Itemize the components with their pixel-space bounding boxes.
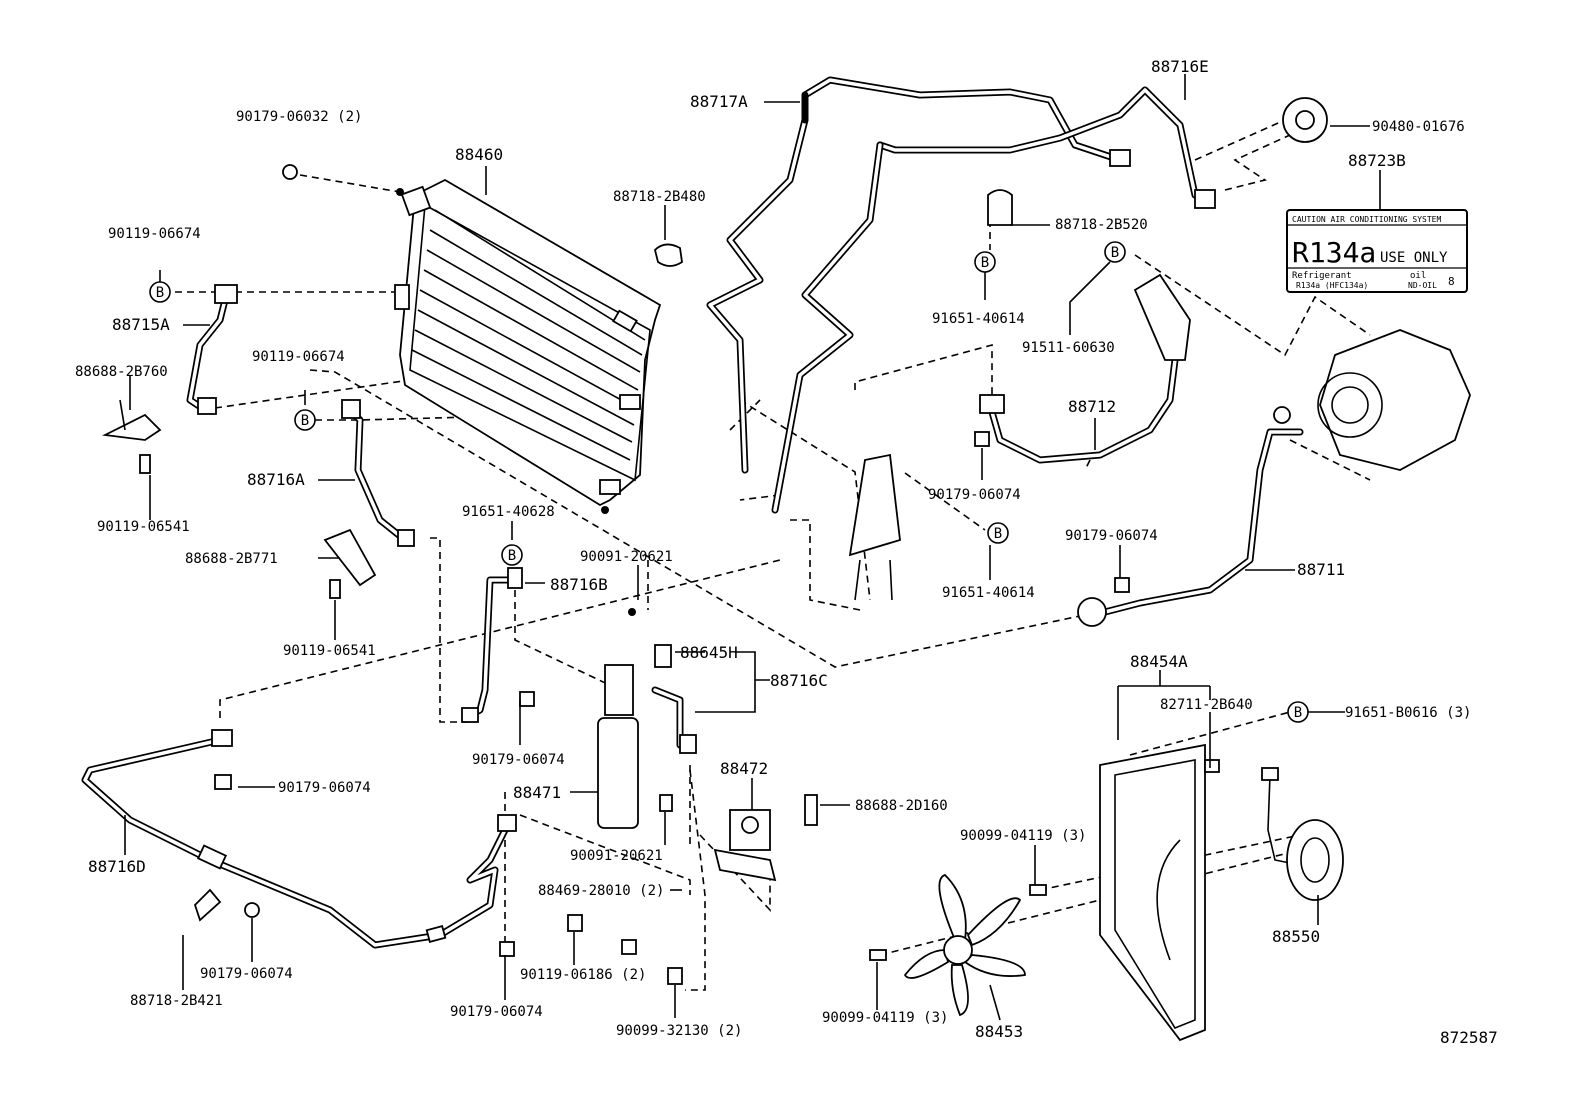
svg-text:B: B — [156, 285, 164, 301]
b-marker: B — [974, 251, 996, 273]
label-88712: 88712 — [1068, 397, 1116, 416]
label-88716E: 88716E — [1151, 57, 1209, 76]
label-90091-20621-b: 90091-20621 — [570, 848, 663, 864]
label-91511-60630: 91511-60630 — [1022, 340, 1115, 356]
label-88454A: 88454A — [1130, 652, 1188, 671]
b-marker: B — [1287, 701, 1309, 723]
label-88472: 88472 — [720, 759, 768, 778]
label-90099-04119-b: 90099-04119 (3) — [822, 1010, 948, 1026]
label-88716B: 88716B — [550, 575, 608, 594]
label-90091-20621-a: 90091-20621 — [580, 549, 673, 565]
label-90119-06674-a: 90119-06674 — [108, 226, 201, 242]
label-88718-2B520: 88718-2B520 — [1055, 217, 1148, 233]
decal-refrigerant-detail: R134a (HFC134a) — [1296, 281, 1368, 290]
label-88550: 88550 — [1272, 927, 1320, 946]
label-88688-2B771: 88688-2B771 — [185, 551, 278, 567]
label-90119-06674-b: 90119-06674 — [252, 349, 345, 365]
svg-text:B: B — [1294, 705, 1302, 721]
label-90099-32130: 90099-32130 (2) — [616, 1023, 742, 1039]
label-88645H: 88645H — [680, 643, 738, 662]
label-90119-06541-b: 90119-06541 — [283, 643, 376, 659]
label-88715A: 88715A — [112, 315, 170, 334]
label-90179-06074-a: 90179-06074 — [928, 487, 1021, 503]
label-90179-06032: 90179-06032 (2) — [236, 109, 362, 125]
b-marker: B — [149, 281, 171, 303]
b-marker: B — [1104, 241, 1126, 263]
label-82711-2B640: 82711-2B640 — [1160, 697, 1253, 713]
label-88453: 88453 — [975, 1022, 1023, 1041]
label-88688-2D160: 88688-2D160 — [855, 798, 948, 814]
small-parts — [101, 97, 1471, 985]
label-88718-2B421: 88718-2B421 — [130, 993, 223, 1009]
part-labels: 90179-06032 (2) 88460 90119-06674 88715A… — [75, 57, 1498, 1047]
label-88460: 88460 — [455, 145, 503, 164]
fan-assembly — [869, 743, 1344, 1042]
dashed-guide-lines — [175, 119, 1371, 991]
condenser — [394, 178, 662, 514]
svg-text:B: B — [301, 413, 309, 429]
label-91651-40614-b: 91651-40614 — [942, 585, 1035, 601]
label-91651-40614-a: 91651-40614 — [932, 311, 1025, 327]
svg-text:B: B — [994, 526, 1002, 542]
decal-refrigerant-main: R134a — [1292, 236, 1376, 269]
decal-oil-label: oil — [1410, 271, 1426, 281]
label-88718-2B480: 88718-2B480 — [613, 189, 706, 205]
label-91651-40628: 91651-40628 — [462, 504, 555, 520]
b-marker: B — [987, 522, 1009, 544]
label-88469-28010: 88469-28010 (2) — [538, 883, 664, 899]
decal-oil-number: 8 — [1448, 275, 1455, 288]
label-90179-06074-c: 90179-06074 — [472, 752, 565, 768]
pipes — [81, 76, 1304, 949]
label-90480-01676: 90480-01676 — [1372, 119, 1465, 135]
svg-text:B: B — [981, 255, 989, 271]
b-marker: B — [294, 409, 316, 431]
label-90119-06186: 90119-06186 (2) — [520, 967, 646, 983]
label-88716A: 88716A — [247, 470, 305, 489]
svg-text:B: B — [1111, 245, 1119, 261]
label-88716D: 88716D — [88, 857, 146, 876]
fan-blades — [903, 873, 1026, 1017]
decal-oil-detail: ND-OIL — [1408, 281, 1437, 290]
label-88716C: 88716C — [770, 671, 828, 690]
b-markers: B B B B B B B — [149, 241, 1309, 723]
label-90179-06074-d: 90179-06074 — [278, 780, 371, 796]
label-88711: 88711 — [1297, 560, 1345, 579]
label-90119-06541-a: 90119-06541 — [97, 519, 190, 535]
label-90179-06074-f: 90179-06074 — [450, 1004, 543, 1020]
label-88471: 88471 — [513, 783, 561, 802]
label-90179-06074-b: 90179-06074 — [1065, 528, 1158, 544]
label-91651-B0616: 91651-B0616 (3) — [1345, 705, 1471, 721]
label-90099-04119-a: 90099-04119 (3) — [960, 828, 1086, 844]
svg-text:B: B — [508, 548, 516, 564]
refrigerant-decal: CAUTION AIR CONDITIONING SYSTEM R134a US… — [1286, 209, 1468, 293]
label-88717A: 88717A — [690, 92, 748, 111]
decal-caution: CAUTION AIR CONDITIONING SYSTEM — [1292, 215, 1441, 224]
leader-lines — [124, 74, 1381, 1021]
decal-refrigerant-label: Refrigerant — [1292, 271, 1352, 281]
label-88688-2B760: 88688-2B760 — [75, 364, 168, 380]
label-88723B: 88723B — [1348, 151, 1406, 170]
decal-use-only: USE ONLY — [1380, 250, 1448, 266]
b-marker: B — [501, 544, 523, 566]
figure-number: 872587 — [1440, 1028, 1498, 1047]
label-90179-06074-e: 90179-06074 — [200, 966, 293, 982]
